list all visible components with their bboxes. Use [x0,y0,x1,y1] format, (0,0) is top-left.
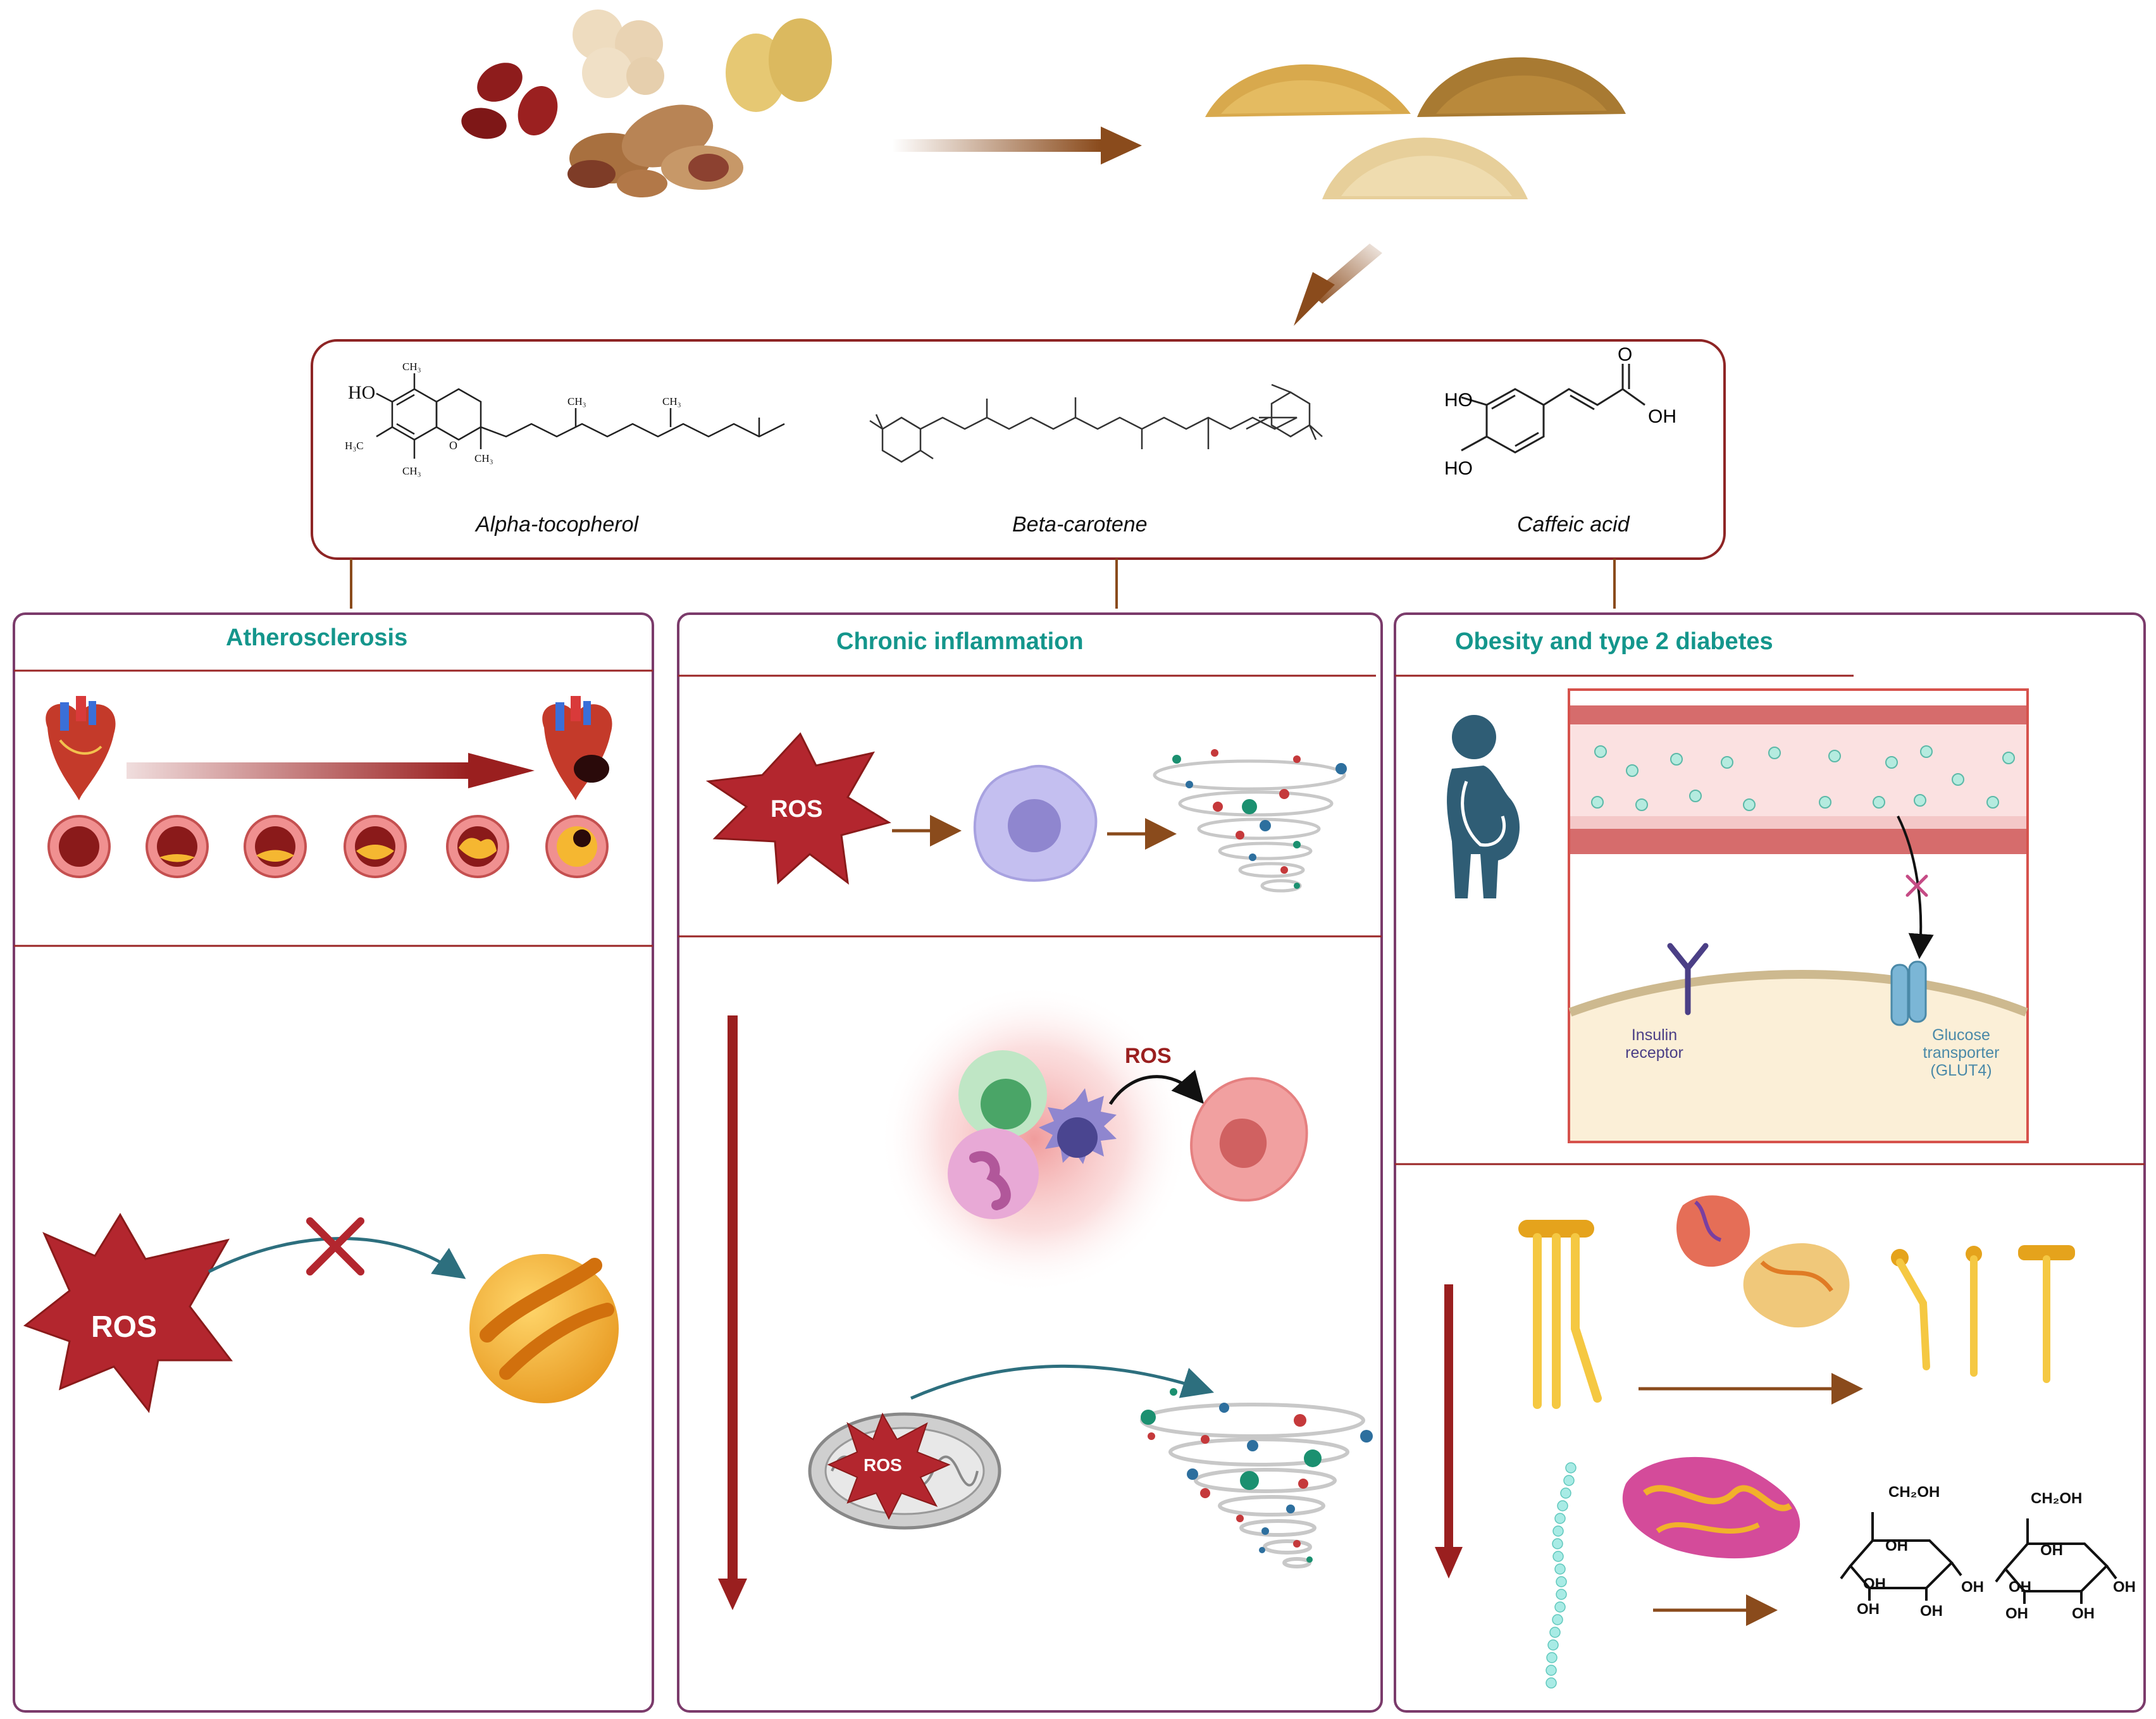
ros-label-mitochondrion: ROS [864,1455,902,1475]
tocopherol-ch3-bottom: CH₃ [402,465,421,477]
triglyceride-icon [1518,1220,1602,1409]
grains-illustration [1205,57,1626,199]
blocked-x-icon [1905,874,1928,897]
glut4-label: Glucose transporter (GLUT4) [1914,1026,2009,1079]
immune-cell-cluster [948,1050,1117,1219]
artery-cross-sections [47,815,609,878]
caffeic-o: O [1618,344,1632,365]
glucose1-oh-center: OH [1885,1537,1908,1555]
mito-curve-arrow [910,1364,1215,1400]
cytokine-dots-top [1172,749,1347,889]
cell-membrane-line [1568,970,2028,1017]
title-obesity-diabetes: Obesity and type 2 diabetes [1455,628,1773,655]
ros-label-atherosclerosis: ROS [91,1310,158,1344]
glycogen-chain-icon [1546,1462,1577,1689]
ros-label-inflammation-top: ROS [771,796,823,822]
glucose2-oh-bottom-right: OH [2072,1605,2095,1622]
tocopherol-ch3-ring: CH₃ [474,452,493,464]
progression-arrow [127,753,535,788]
vertical-red-arrow-diabetes [1435,1284,1463,1579]
amylase-protein-icon [1622,1456,1800,1559]
tocopherol-ch3-chain1: CH₃ [567,395,586,407]
glucose2-oh-left: OH [2009,1579,2031,1596]
ros-starburst-large [23,1213,233,1413]
label-caffeic-acid: Caffeic acid [1517,512,1630,537]
glucose-dots [1591,745,2015,811]
ros-starburst-inflammation [705,732,891,885]
compounds-frame [311,339,1726,560]
glut4-line1: Glucose [1932,1026,1990,1044]
tocopherol-h3c: H₃C [345,440,364,452]
lipoprotein-icon [469,1254,619,1403]
glucose2-oh-center: OH [2040,1542,2063,1559]
ros-arrow-to-cell [1108,1069,1205,1105]
glut4-transporter-icon [1890,960,1927,1026]
tocopherol-ho: HO [348,382,375,403]
lipase-protein-icon [1676,1195,1850,1328]
glucose1-oh-bottom-left: OH [1857,1601,1880,1618]
title-atherosclerosis: Atherosclerosis [226,624,408,651]
obese-person-icon [1447,715,1520,898]
vessel-wall-top [1570,705,2026,724]
heart-healthy-icon [46,696,116,800]
panel-dividers [14,669,2145,1165]
glucose1-oh-left: OH [1863,1575,1886,1592]
caffeic-acid-structure [1461,364,1645,454]
cytokine-storm-bottom [1140,1403,1365,1568]
caffeic-ho-bottom: HO [1444,458,1473,479]
brown-arrow-horizontal [892,127,1142,164]
caffeic-ho-top: HO [1444,390,1473,411]
tocopherol-ch3-top: CH₃ [402,361,421,373]
glucose2-ch2oh: CH₂OH [2031,1490,2083,1507]
damaged-cell [1190,1077,1308,1202]
glucose-arrow [1897,816,1934,959]
alpha-tocopherol-structure [376,373,785,459]
inflammation-glow [879,984,1189,1294]
connector-lines [350,559,1616,609]
insulin-receptor-label: Insulin receptor [1620,1026,1689,1062]
legumes-illustration [461,9,832,197]
heart-diseased-icon [542,696,612,800]
title-chronic-inflammation: Chronic inflammation [836,628,1084,655]
glucose2-oh-bottom-left: OH [2005,1605,2028,1622]
insulin-receptor-icon [1667,943,1709,1015]
tocopherol-ch3-chain2: CH₃ [662,395,681,407]
glucose-molecule-1 [1840,1512,1962,1601]
glucose1-ch2oh: CH₂OH [1888,1484,1940,1501]
label-alpha-tocopherol: Alpha-tocopherol [476,512,639,537]
beta-carotene-structure [869,383,1323,463]
insulin-receptor-line2: receptor [1625,1044,1683,1062]
cytokine-dots-bottom [1141,1388,1373,1563]
panel-atherosclerosis [13,612,654,1713]
glucose1-oh-bottom-right: OH [1920,1603,1943,1620]
person-outline [1461,781,1506,847]
glucose2-oh-right: OH [2113,1579,2136,1596]
glucose-molecule-2 [1995,1518,2117,1604]
tocopherol-o: O [449,439,457,452]
vessel-wall-bottom-dark [1570,829,2026,854]
vessel-wall-bottom [1570,816,2026,829]
macrophage-cell [973,765,1098,882]
glucose1-oh-right: OH [1961,1579,1984,1596]
caffeic-oh: OH [1648,406,1676,427]
brown-arrow-diagonal [1294,244,1382,326]
glut4-line3: (GLUT4) [1930,1062,1992,1079]
ros-starburst-mito [827,1412,951,1520]
glut4-line2: transporter [1923,1044,2000,1062]
block-x-icon [306,1217,364,1275]
insulin-receptor-line1: Insulin [1631,1026,1678,1044]
fatty-acids-icon [1891,1245,2075,1383]
label-beta-carotene: Beta-carotene [1012,512,1148,537]
vertical-red-arrow-inflammation [718,1015,747,1610]
ros-label-inflammation-mid: ROS [1125,1044,1172,1068]
